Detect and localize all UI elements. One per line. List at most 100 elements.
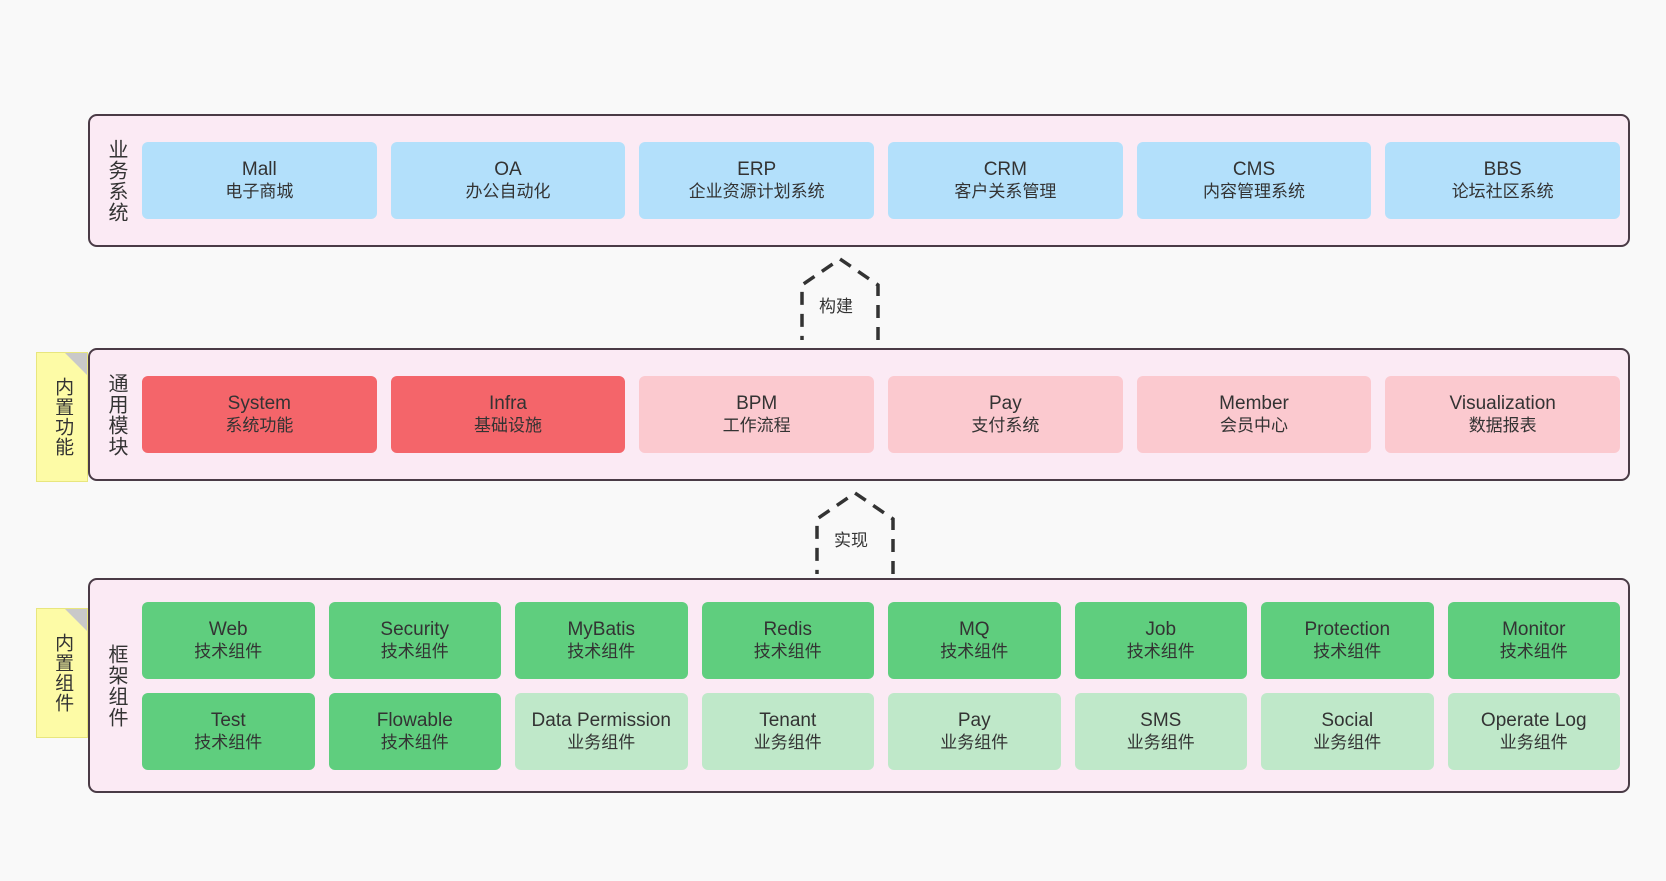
node-title: System — [227, 393, 292, 415]
node-subtitle: 电子商城 — [225, 182, 294, 202]
node-title: Member — [1219, 393, 1289, 415]
node-bpm[interactable]: BPM 工作流程 — [639, 376, 875, 453]
node-monitor[interactable]: Monitor 技术组件 — [1447, 601, 1620, 679]
node-title: Operate Log — [1480, 709, 1587, 731]
node-subtitle: 办公自动化 — [465, 182, 551, 202]
sticky-note-label: 内置组件 — [52, 633, 74, 713]
node-subtitle: 技术组件 — [753, 641, 822, 661]
node-title: MQ — [958, 618, 990, 640]
page-fold-icon — [65, 609, 87, 631]
node-subtitle: 工作流程 — [722, 416, 791, 436]
node-title: Web — [208, 618, 248, 640]
node-job[interactable]: Job 技术组件 — [1074, 601, 1247, 679]
node-subtitle: 技术组件 — [194, 732, 263, 752]
node-pay-business[interactable]: Pay 业务组件 — [888, 692, 1061, 770]
node-member[interactable]: Member 会员中心 — [1136, 376, 1372, 453]
node-erp[interactable]: ERP 企业资源计划系统 — [639, 142, 875, 219]
node-subtitle: 技术组件 — [1499, 641, 1568, 661]
node-title: Infra — [488, 393, 528, 415]
node-subtitle: 企业资源计划系统 — [688, 182, 825, 202]
node-subtitle: 业务组件 — [1499, 732, 1568, 752]
node-subtitle: 业务组件 — [567, 732, 636, 752]
layer-business-systems: 业务系统 Mall 电子商城 OA 办公自动化 ERP 企业资源计划系统 CRM — [88, 114, 1630, 247]
node-subtitle: 基础设施 — [474, 416, 542, 436]
node-redis[interactable]: Redis 技术组件 — [701, 601, 874, 679]
node-subtitle: 业务组件 — [1126, 732, 1195, 752]
layer-body-common-modules: System 系统功能 Infra 基础设施 BPM 工作流程 Pay 支付系统… — [142, 350, 1628, 479]
generalization-arrowhead — [815, 490, 895, 574]
node-sms[interactable]: SMS 业务组件 — [1074, 692, 1247, 770]
node-subtitle: 技术组件 — [194, 641, 263, 661]
node-title: Visualization — [1449, 393, 1556, 415]
node-infra[interactable]: Infra 基础设施 — [390, 376, 626, 453]
connector-implement-arrow — [815, 490, 895, 574]
layer-label-text: 通用模块 — [105, 372, 127, 457]
node-crm[interactable]: CRM 客户关系管理 — [888, 142, 1123, 219]
node-subtitle: 业务组件 — [753, 732, 822, 752]
node-title: Protection — [1304, 618, 1391, 640]
node-title: SMS — [1140, 709, 1182, 731]
node-mq[interactable]: MQ 技术组件 — [888, 601, 1061, 679]
node-title: CMS — [1232, 159, 1276, 181]
node-subtitle: 系统功能 — [225, 416, 294, 436]
node-tenant[interactable]: Tenant 业务组件 — [701, 692, 874, 770]
node-title: Mall — [241, 159, 277, 181]
node-operate-log[interactable]: Operate Log 业务组件 — [1447, 692, 1620, 770]
node-title: Test — [210, 709, 246, 731]
node-title: ERP — [737, 159, 777, 181]
node-security[interactable]: Security 技术组件 — [328, 601, 501, 679]
node-row: System 系统功能 Infra 基础设施 BPM 工作流程 Pay 支付系统… — [142, 376, 1621, 453]
connector-implement-label: 实现 — [832, 526, 870, 551]
node-title: MyBatis — [567, 618, 636, 640]
connector-build-arrow — [800, 256, 880, 340]
node-row: Mall 电子商城 OA 办公自动化 ERP 企业资源计划系统 CRM 客户关系… — [142, 142, 1621, 219]
sticky-note-built-in-features[interactable]: 内置功能 — [36, 352, 88, 482]
node-title: Redis — [763, 618, 813, 640]
node-mybatis[interactable]: MyBatis 技术组件 — [515, 601, 688, 679]
node-test[interactable]: Test 技术组件 — [142, 692, 315, 770]
node-title: Job — [1145, 618, 1177, 640]
layer-label-framework-components: 框架组件 — [90, 580, 142, 791]
node-system[interactable]: System 系统功能 — [142, 376, 377, 453]
node-title: Data Permission — [531, 709, 671, 731]
node-title: Pay — [988, 393, 1022, 415]
node-title: Security — [380, 618, 450, 640]
node-title: Tenant — [759, 709, 817, 731]
node-oa[interactable]: OA 办公自动化 — [390, 142, 626, 219]
node-web[interactable]: Web 技术组件 — [142, 601, 315, 679]
layer-label-business-systems: 业务系统 — [90, 116, 142, 245]
node-subtitle: 技术组件 — [380, 641, 449, 661]
page-fold-icon — [65, 353, 87, 375]
node-subtitle: 技术组件 — [567, 641, 636, 661]
node-subtitle: 数据报表 — [1468, 416, 1537, 436]
layer-label-text: 业务系统 — [105, 138, 127, 223]
layer-body-framework-components: Web 技术组件 Security 技术组件 MyBatis 技术组件 Redi… — [142, 580, 1628, 791]
node-title: OA — [494, 159, 522, 181]
node-subtitle: 技术组件 — [940, 641, 1009, 661]
node-title: Flowable — [376, 709, 453, 731]
layer-framework-components: 框架组件 Web 技术组件 Security 技术组件 MyBatis 技术组件… — [88, 578, 1630, 793]
node-subtitle: 客户关系管理 — [954, 182, 1057, 202]
node-cms[interactable]: CMS 内容管理系统 — [1136, 142, 1372, 219]
connector-build-label: 构建 — [817, 292, 855, 317]
generalization-arrowhead — [800, 256, 880, 340]
node-bbs[interactable]: BBS 论坛社区系统 — [1385, 142, 1621, 219]
node-title: Monitor — [1502, 618, 1566, 640]
node-visualization[interactable]: Visualization 数据报表 — [1385, 376, 1621, 453]
node-title: Pay — [957, 709, 991, 731]
sticky-note-built-in-components[interactable]: 内置组件 — [36, 608, 88, 738]
node-subtitle: 技术组件 — [1313, 641, 1382, 661]
node-subtitle: 论坛社区系统 — [1451, 182, 1554, 202]
node-subtitle: 内容管理系统 — [1203, 182, 1306, 202]
node-row: Web 技术组件 Security 技术组件 MyBatis 技术组件 Redi… — [142, 601, 1620, 679]
node-mall[interactable]: Mall 电子商城 — [142, 142, 377, 219]
node-social[interactable]: Social 业务组件 — [1261, 692, 1434, 770]
node-pay[interactable]: Pay 支付系统 — [888, 376, 1123, 453]
node-title: BPM — [736, 393, 778, 415]
node-subtitle: 会员中心 — [1220, 416, 1289, 436]
layer-common-modules: 通用模块 System 系统功能 Infra 基础设施 BPM 工作流程 Pay — [88, 348, 1630, 481]
node-flowable[interactable]: Flowable 技术组件 — [328, 692, 501, 770]
node-data-permission[interactable]: Data Permission 业务组件 — [515, 692, 688, 770]
node-protection[interactable]: Protection 技术组件 — [1261, 601, 1434, 679]
